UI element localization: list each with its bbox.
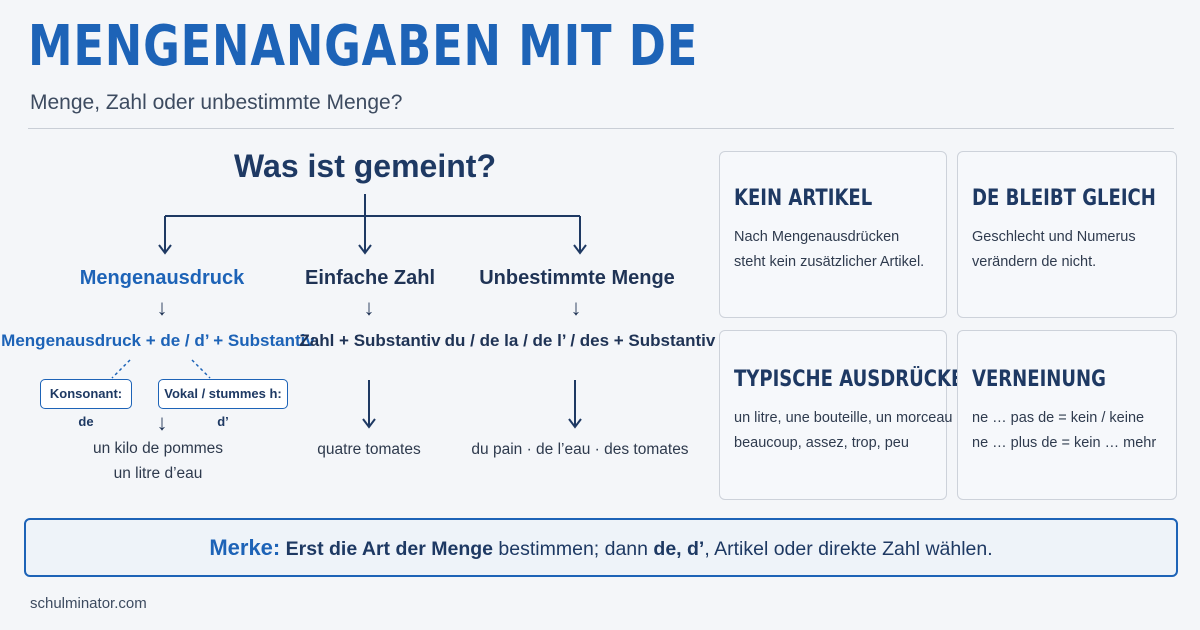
tree-question: Was ist gemeint? xyxy=(234,148,496,184)
merke-de: de, d’ xyxy=(653,538,705,560)
footer-source: schulminator.com xyxy=(30,595,147,612)
branch-label-mengenausdruck: Mengenausdruck xyxy=(79,267,245,289)
card-title: TYPISCHE AUSDRÜCKE xyxy=(734,367,964,392)
card-de-bleibt-gleich: DE BLEIBT GLEICH Geschlecht und Numerus … xyxy=(957,151,1177,318)
card-text: un litre, une bouteille, un morceau xyxy=(734,410,953,426)
long-arrowhead-2 xyxy=(362,418,376,429)
card-text: beaucoup, assez, trop, peu xyxy=(734,435,909,451)
arrow-down-icon: ↓ xyxy=(156,295,168,320)
arrow-down-icon: ↓ xyxy=(570,295,582,320)
merke-label: Merke: xyxy=(209,535,281,560)
arrow-down-icon: ↓ xyxy=(156,410,168,435)
example-text: un litre d’eau xyxy=(113,465,203,482)
card-verneinung: VERNEINUNG ne … pas de = kein / keine ne… xyxy=(957,330,1177,500)
merke-box: Merke: Erst die Art der Menge bestimmen;… xyxy=(24,518,1178,577)
page-title: MENGENANGABEN MIT DE xyxy=(28,14,699,79)
branch-label-einfache-zahl: Einfache Zahl xyxy=(304,267,436,289)
card-text: steht kein zusätzlicher Artikel. xyxy=(734,254,925,270)
dashed-link-vowel xyxy=(191,359,211,379)
formula-mengenausdruck: Mengenausdruck + de / d’ + Substantiv xyxy=(1,331,315,350)
tree-arrowhead-1 xyxy=(158,244,172,255)
card-text: Geschlecht und Numerus xyxy=(972,229,1136,245)
example-text: un kilo de pommes xyxy=(92,440,224,457)
card-title: VERNEINUNG xyxy=(972,367,1106,392)
rule-pill-vowel: Vokal / stummes h: d’ xyxy=(158,379,288,429)
example-text: du pain · de l’eau · des tomates xyxy=(471,441,689,458)
arrow-down-icon: ↓ xyxy=(363,295,375,320)
page-subtitle: Menge, Zahl oder unbestimmte Menge? xyxy=(30,91,403,114)
merke-text-rest: , Artikel oder direkte Zahl wählen. xyxy=(704,538,993,560)
example-text: quatre tomates xyxy=(317,441,421,458)
formula-unbestimmt: du / de la / de l’ / des + Substantiv xyxy=(444,331,716,350)
card-text: Nach Mengenausdrücken xyxy=(734,229,900,245)
formula-zahl: Zahl + Substantiv xyxy=(299,331,441,350)
tree-connectors xyxy=(111,194,587,429)
dashed-link-consonant xyxy=(111,359,131,379)
card-title: KEIN ARTIKEL xyxy=(734,186,873,211)
divider xyxy=(28,128,1174,129)
merke-emphasis: Erst die Art der Menge xyxy=(285,538,493,560)
branch-label-unbestimmte-menge: Unbestimmte Menge xyxy=(479,267,675,289)
long-arrowhead-3 xyxy=(568,418,582,429)
merke-text: bestimmen; dann xyxy=(493,538,654,560)
card-text: verändern de nicht. xyxy=(972,254,1097,270)
card-typische-ausdruecke: TYPISCHE AUSDRÜCKE un litre, une bouteil… xyxy=(719,330,964,500)
card-text: ne … plus de = kein … mehr xyxy=(972,435,1157,451)
card-text: ne … pas de = kein / keine xyxy=(972,410,1145,426)
tree-arrowhead-3 xyxy=(573,244,587,255)
tree-arrowhead-2 xyxy=(358,244,372,255)
rule-pill-consonant: Konsonant: de xyxy=(40,379,132,429)
card-kein-artikel: KEIN ARTIKEL Nach Mengenausdrücken steht… xyxy=(719,151,947,318)
card-title: DE BLEIBT GLEICH xyxy=(972,186,1156,211)
